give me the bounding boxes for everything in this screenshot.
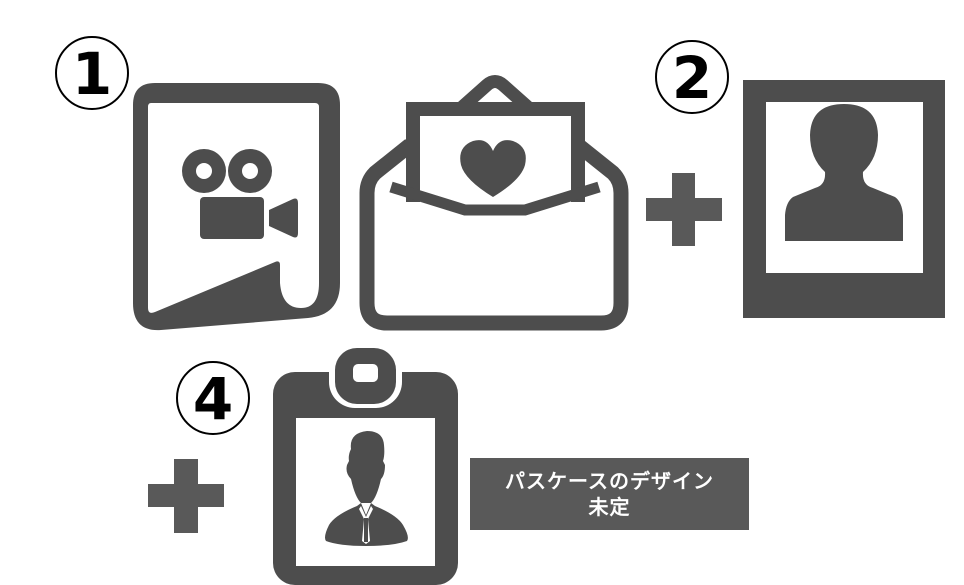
step-marker-4: 4 xyxy=(176,361,250,435)
heart-envelope-icon xyxy=(359,75,629,331)
step-marker-4-label: 4 xyxy=(192,365,234,433)
portrait-photo-icon xyxy=(743,80,945,318)
id-badge-icon xyxy=(273,344,458,585)
step-marker-1-label: 1 xyxy=(71,40,113,108)
video-document-icon xyxy=(133,83,340,331)
step-marker-2: 2 xyxy=(655,40,729,114)
design-note-line1: パスケースのデザイン xyxy=(505,469,714,493)
step-marker-1: 1 xyxy=(55,36,129,110)
design-note-line2: 未定 xyxy=(588,495,631,519)
design-note-box: パスケースのデザイン 未定 xyxy=(470,458,749,530)
step-marker-2-label: 2 xyxy=(671,44,713,112)
plus-icon xyxy=(646,173,722,246)
plus-icon xyxy=(148,459,224,533)
